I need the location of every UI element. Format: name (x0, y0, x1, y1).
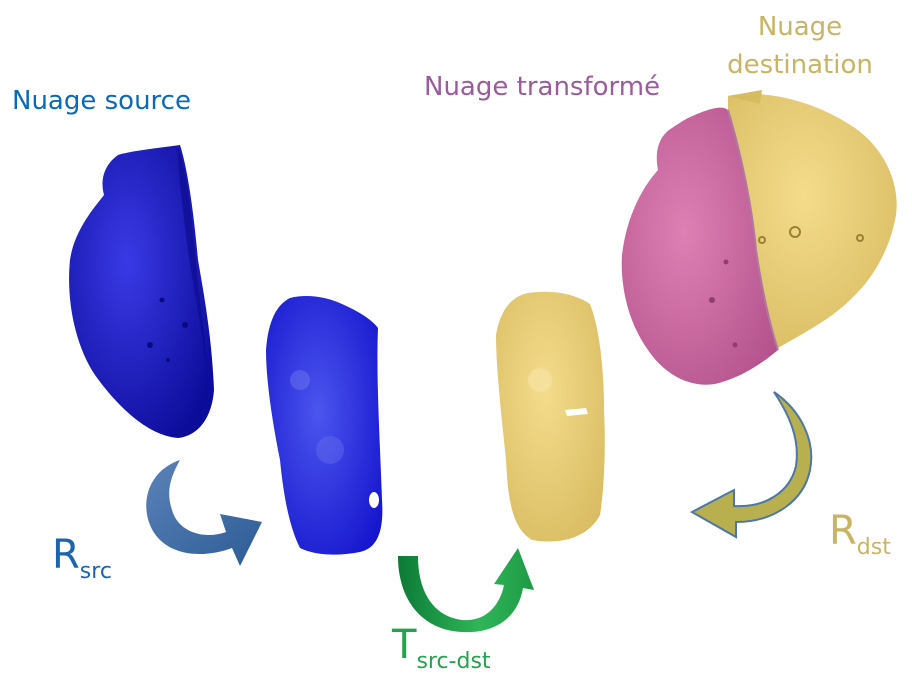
source-cloud-shape (69, 145, 214, 438)
t-src-dst-subscript: src-dst (416, 649, 490, 674)
r-dst-label: Rdst (829, 508, 891, 554)
source-cloud-label: Nuage source (12, 86, 191, 116)
r-src-symbol: R (52, 532, 80, 578)
r-src-label: Rsrc (52, 532, 112, 578)
transformed-projection-shape (496, 292, 605, 542)
destination-label-line1: Nuage (720, 8, 880, 46)
r-src-subscript: src (80, 559, 112, 584)
t-src-dst-label: Tsrc-dst (392, 622, 491, 668)
r-dst-arrow (692, 392, 811, 537)
r-dst-subscript: dst (857, 535, 891, 560)
overlay-cloud-shape (622, 90, 897, 385)
destination-cloud-label: Nuage destination (720, 8, 880, 84)
transformed-cloud-label: Nuage transformé (424, 72, 660, 102)
destination-label-line2: destination (720, 46, 880, 84)
t-src-dst-arrow (398, 548, 534, 632)
t-src-dst-symbol: T (392, 622, 416, 668)
r-dst-symbol: R (829, 508, 857, 554)
r-src-arrow (146, 460, 262, 566)
source-projection-shape (266, 296, 382, 555)
